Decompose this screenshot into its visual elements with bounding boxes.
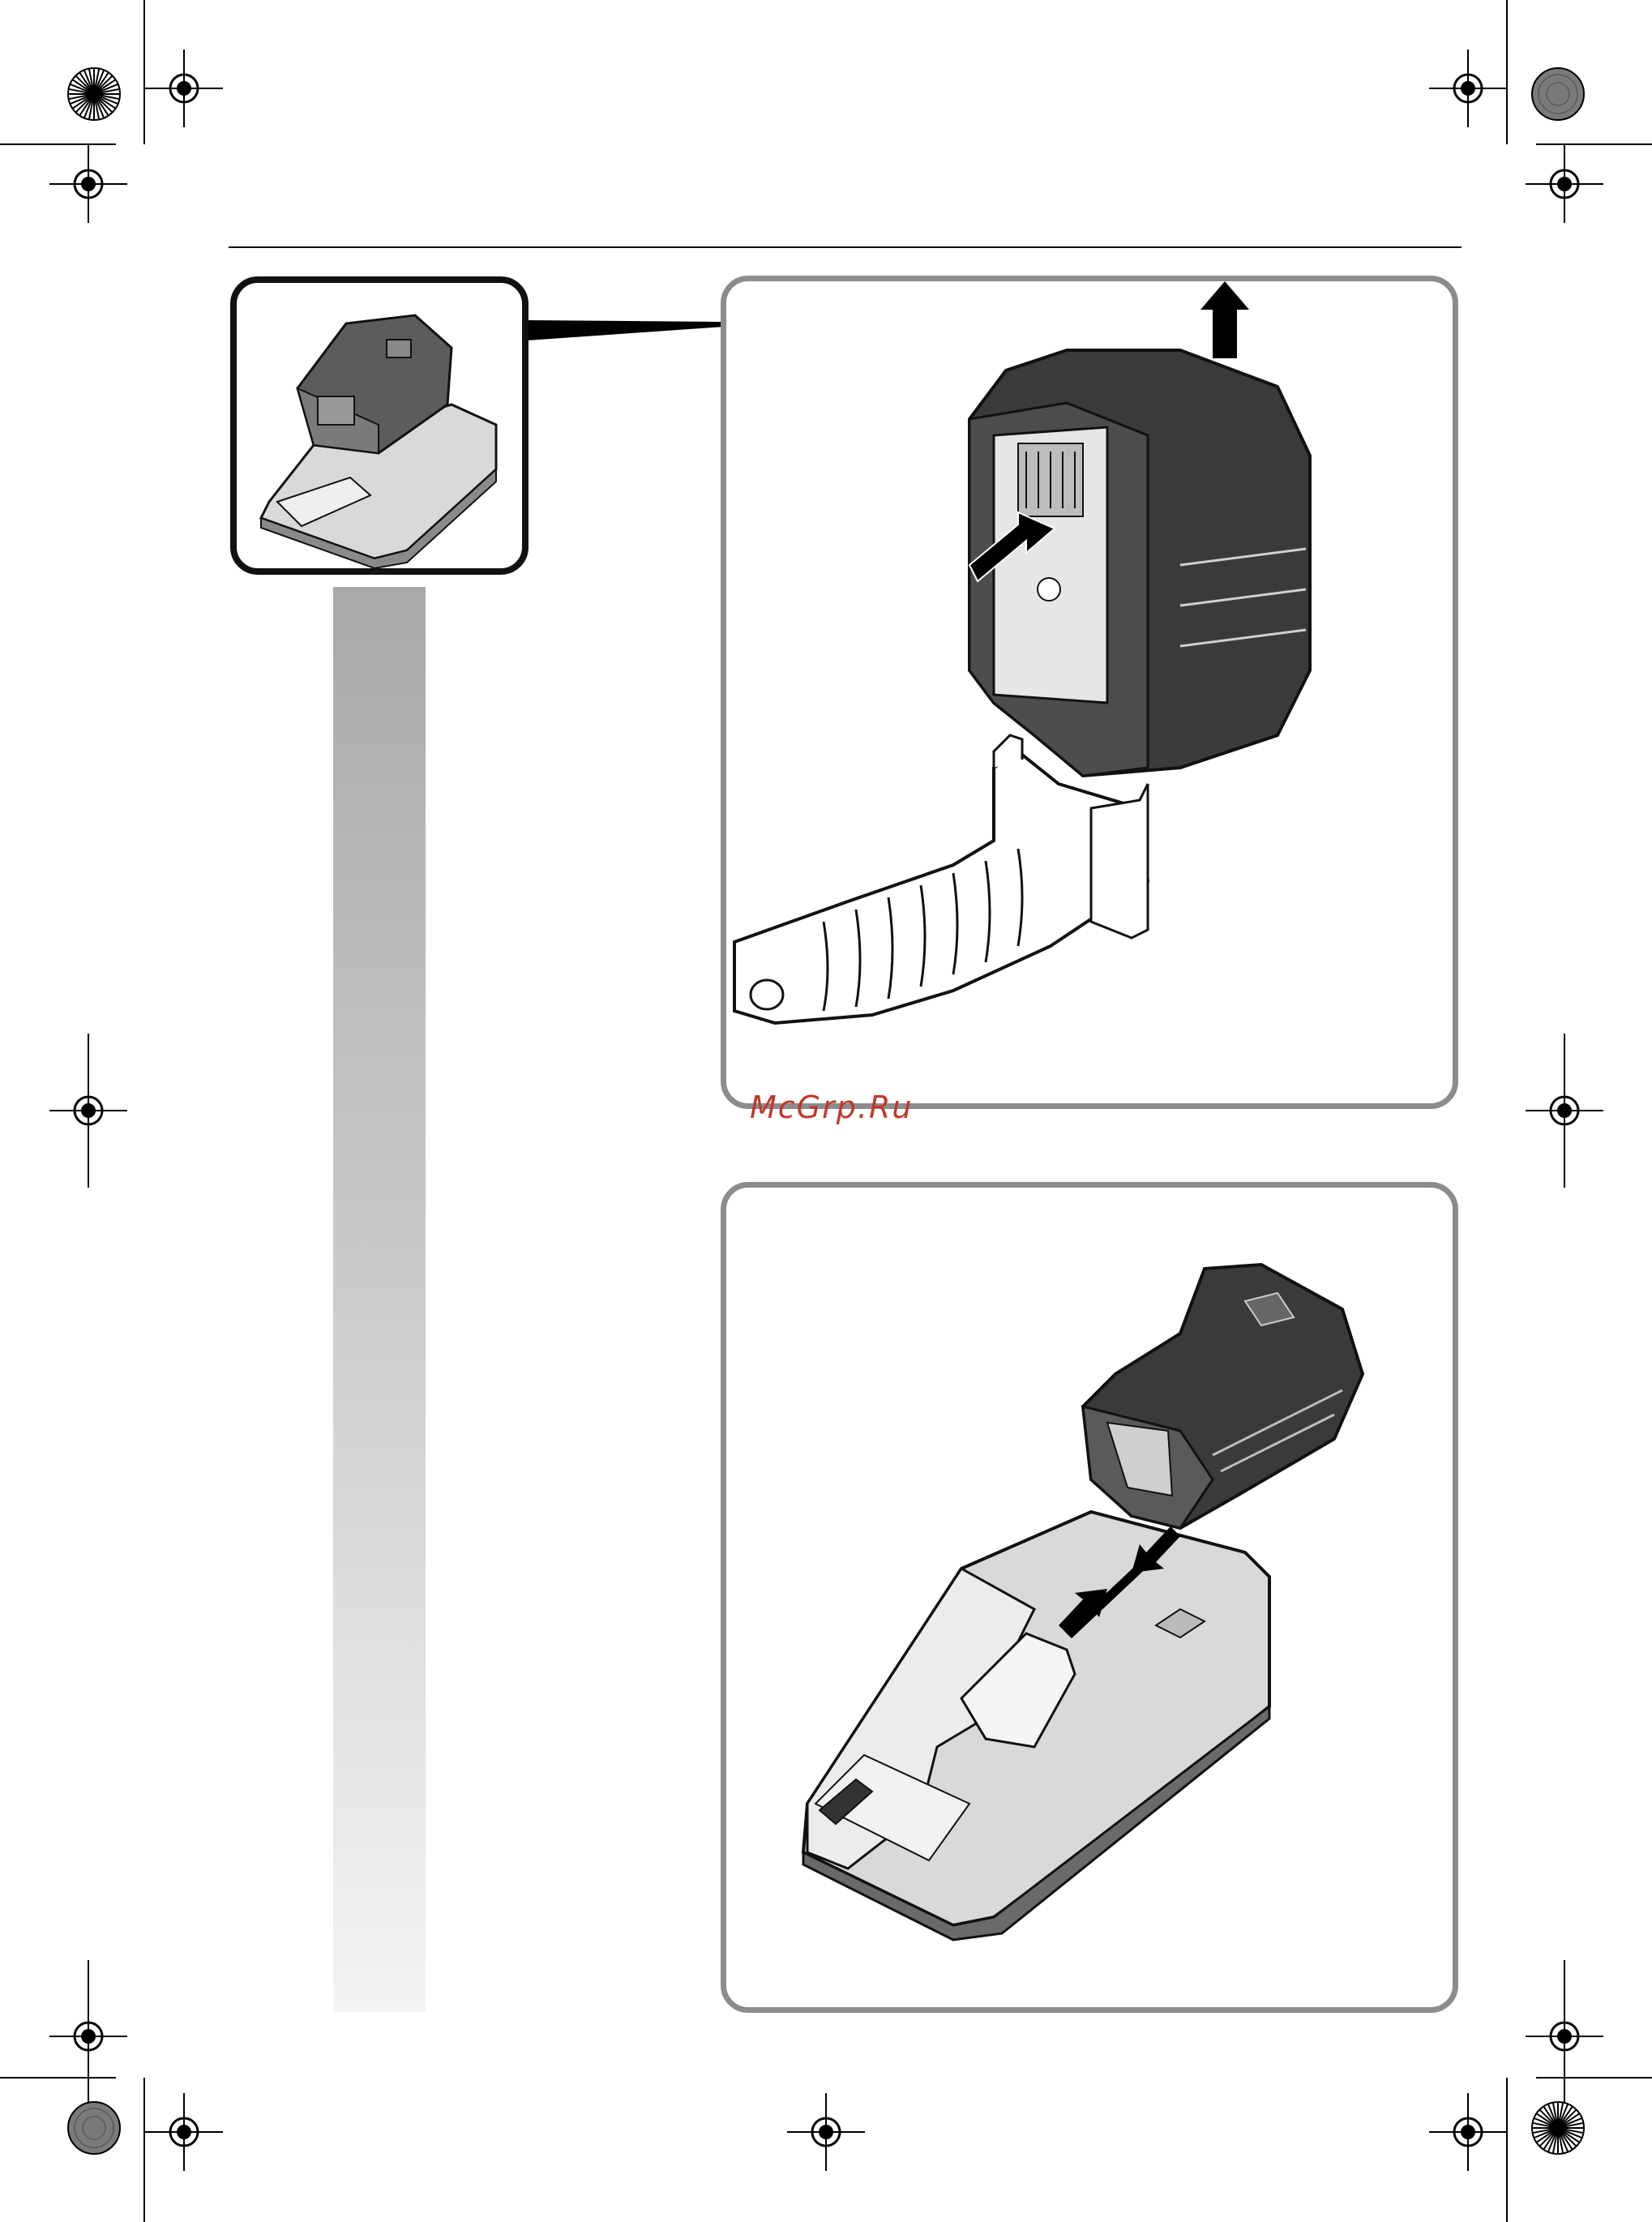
gray-target	[68, 2102, 120, 2154]
battery-removal-drawing	[726, 281, 1453, 1103]
watermark-text: McGrp.Ru	[750, 1090, 913, 1125]
callout-connector	[527, 320, 724, 340]
figure-2-panel	[721, 1182, 1458, 2013]
star-target	[68, 68, 120, 120]
registration-mark	[787, 2093, 865, 2171]
registration-mark	[1526, 145, 1603, 223]
charger-with-battery-drawing	[237, 283, 522, 568]
registration-mark	[1429, 49, 1507, 127]
figure-1-panel	[721, 276, 1458, 1109]
star-target	[1532, 2102, 1584, 2154]
registration-mark	[145, 2093, 223, 2171]
registration-mark	[1429, 2093, 1507, 2171]
registration-mark	[145, 49, 223, 127]
section-sidebar-bar	[333, 587, 426, 2012]
battery-insertion-drawing	[726, 1188, 1453, 2007]
registration-mark	[49, 145, 127, 223]
thumbnail-figure	[230, 276, 529, 575]
gray-target	[1532, 68, 1584, 120]
